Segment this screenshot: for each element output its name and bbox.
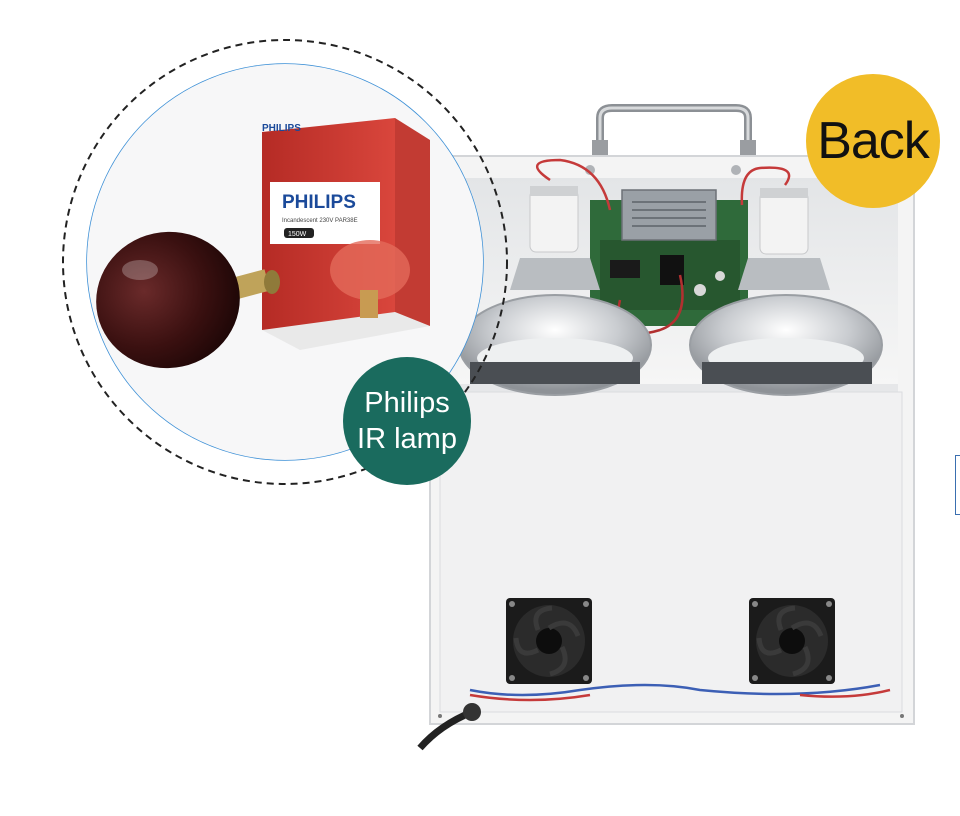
power-supply-unit: [621, 189, 717, 241]
box-brand-text: PHILIPS: [282, 192, 356, 213]
zoom-detail-circle: PHILIPS PHILIPS Incandescent 230V PAR38E…: [62, 39, 508, 485]
edge-bracket: [955, 455, 960, 515]
cooling-fan-left: [506, 598, 592, 684]
ir-lamp-badge: Philips IR lamp: [343, 357, 471, 485]
heat-lamp-right: [689, 188, 883, 396]
philips-product-box: PHILIPS PHILIPS Incandescent 230V PAR38E…: [262, 118, 430, 350]
box-spec-text: Incandescent 230V PAR38E: [282, 218, 358, 224]
heat-lamp-left: [458, 186, 652, 396]
box-brand-small-text: PHILIPS: [262, 123, 301, 134]
ir-bulb: [96, 231, 280, 369]
lamp-badge-line2: IR lamp: [357, 423, 457, 455]
back-badge-label: Back: [817, 112, 930, 170]
box-wattage-text: 150W: [288, 231, 307, 238]
power-cord: [417, 703, 481, 751]
lamp-badge-line1: Philips: [364, 387, 450, 419]
carry-handle: [592, 104, 756, 158]
back-view-badge: Back: [806, 74, 940, 208]
cooling-fan-right: [749, 598, 835, 684]
